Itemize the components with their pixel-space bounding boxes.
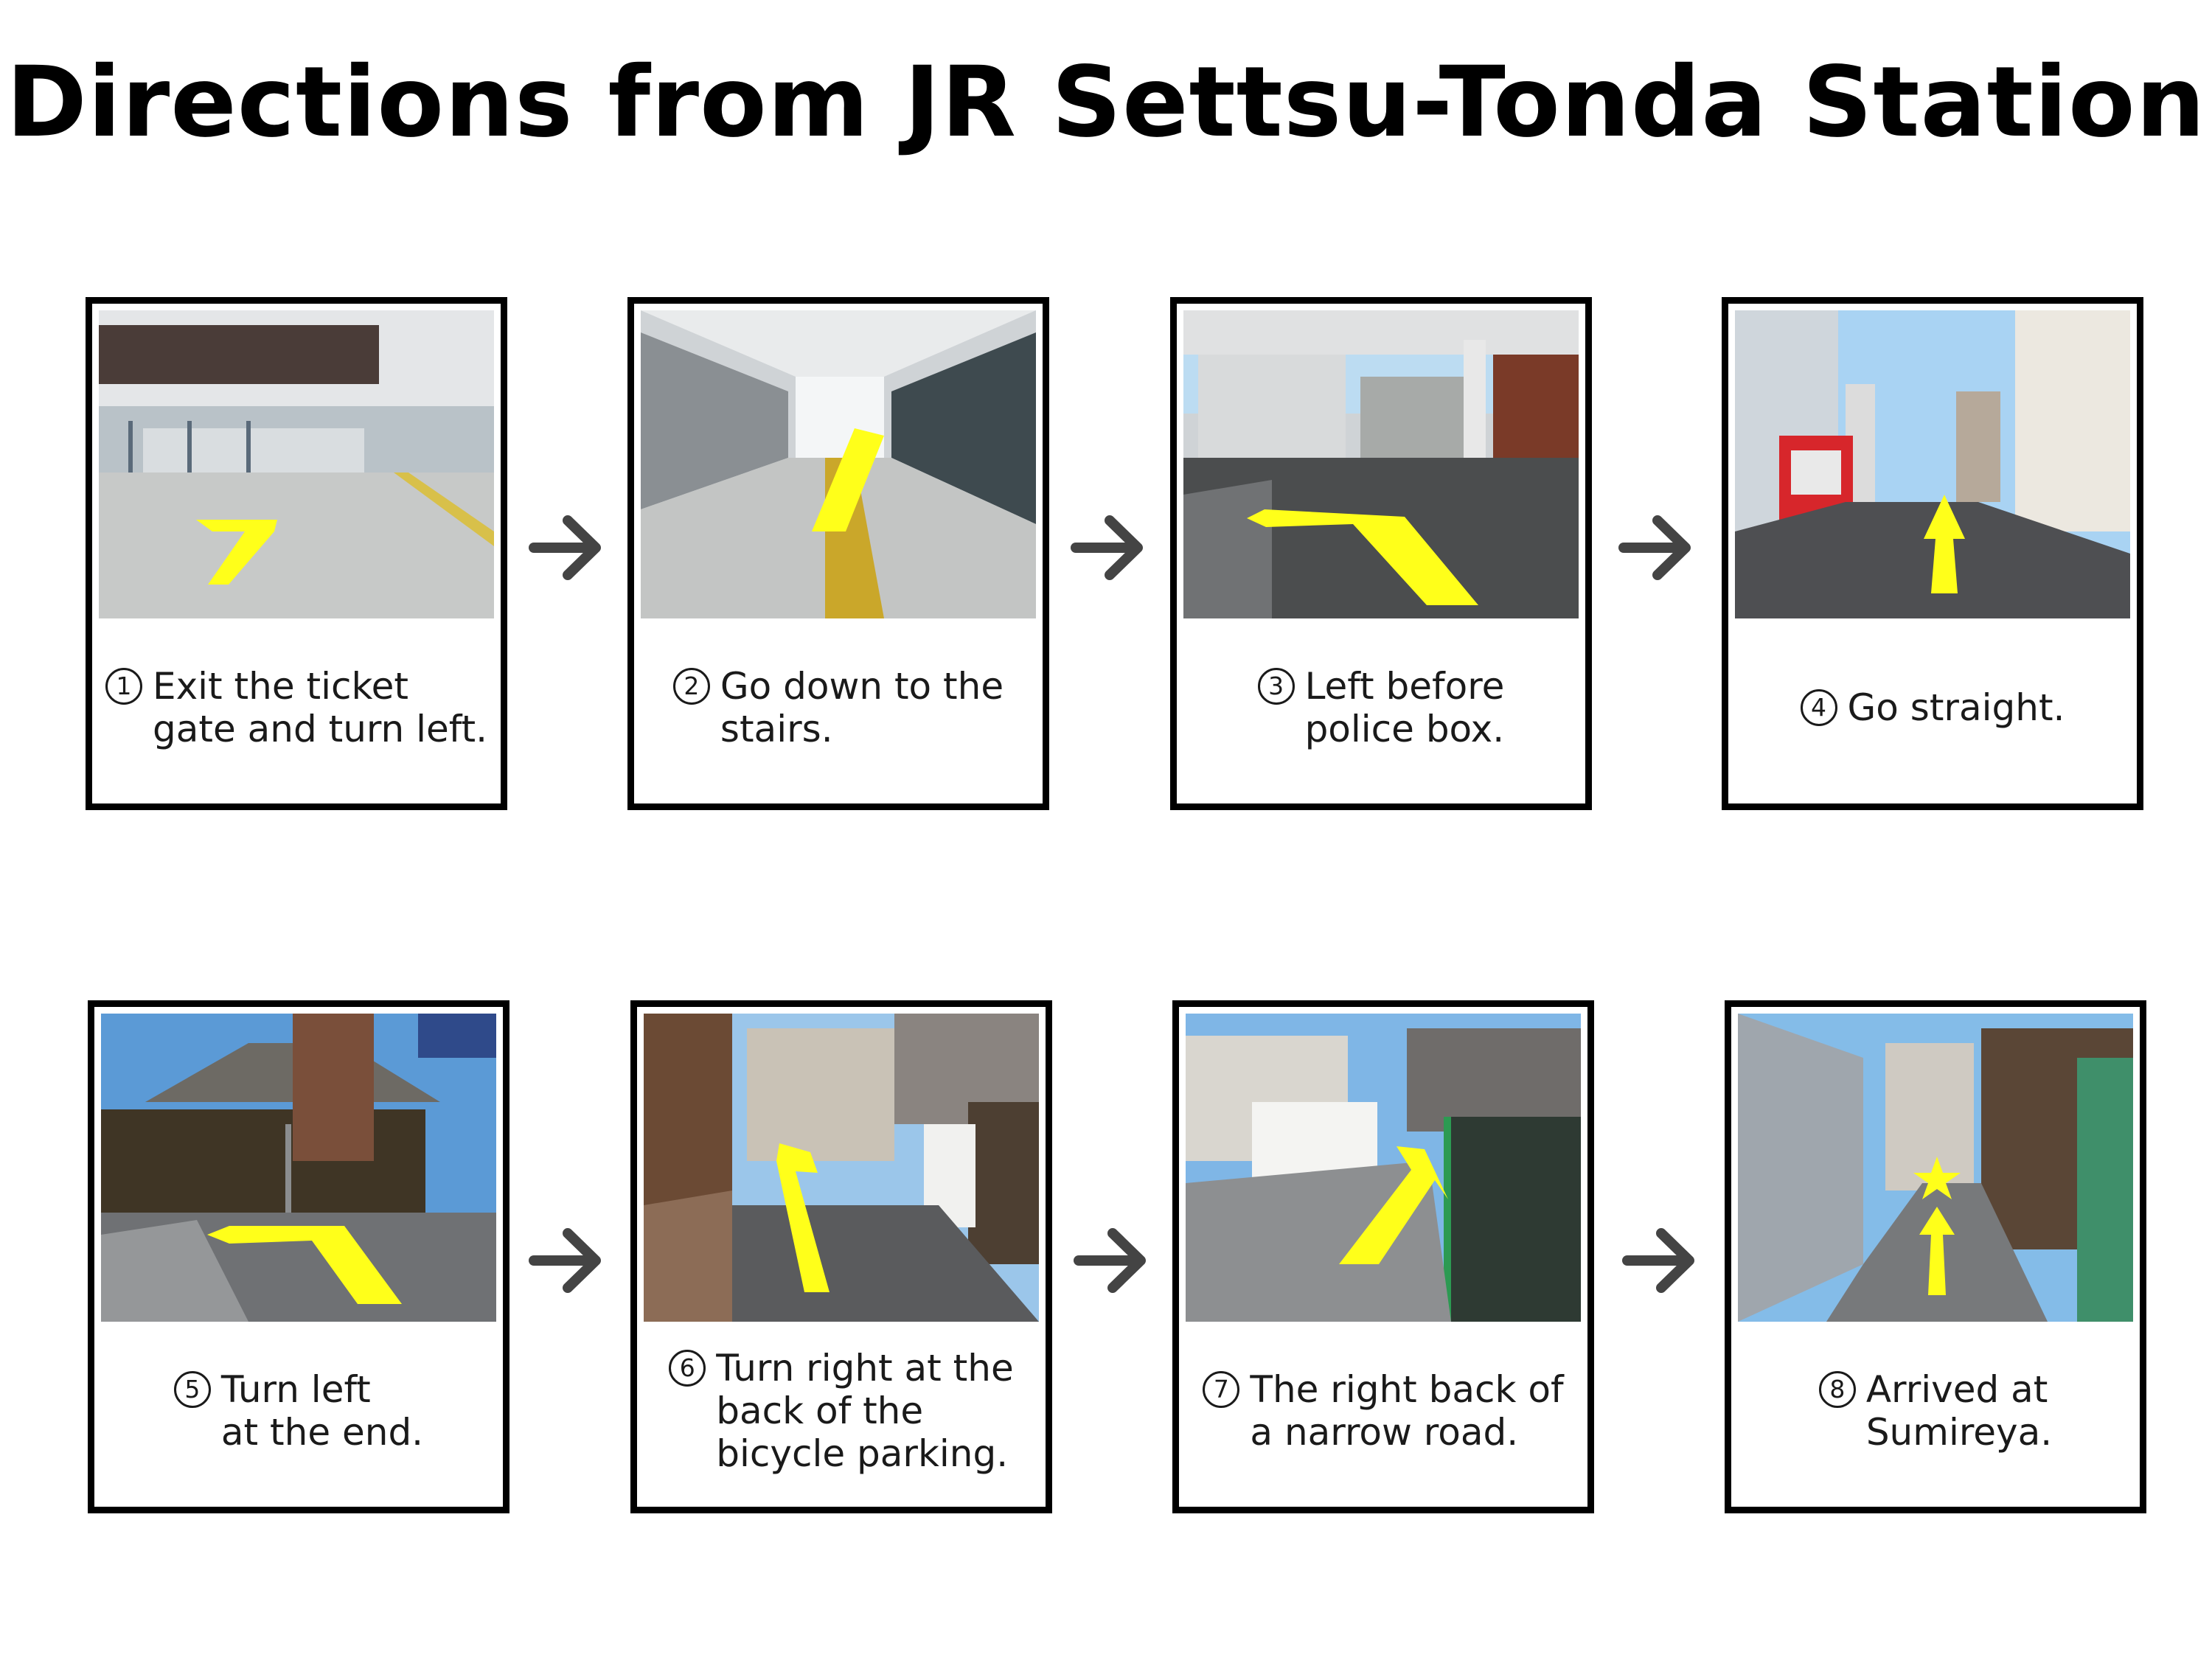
step-text-1: Exit the ticket gate and turn left.: [152, 665, 488, 750]
step-caption-8: 8 Arrived at Sumireya.: [1738, 1322, 2133, 1500]
step-photo-4: [1735, 310, 2130, 618]
step-photo-6: [644, 1014, 1039, 1322]
step-caption-1: 1 Exit the ticket gate and turn left.: [99, 618, 494, 797]
step-number-3: 3: [1257, 668, 1295, 705]
step-number-6: 6: [669, 1350, 706, 1387]
step-text-2: Go down to the stairs.: [720, 665, 1004, 750]
step-text-4: Go straight.: [1847, 686, 2065, 729]
step-card-2: 2 Go down to the stairs.: [627, 297, 1049, 810]
step-card-3: 3 Left before police box.: [1170, 297, 1592, 810]
step-photo-7: [1186, 1014, 1581, 1322]
next-step-arrow-icon-5: [1074, 1228, 1146, 1293]
step-card-1: 1 Exit the ticket gate and turn left.: [86, 297, 507, 810]
step-text-5: Turn left at the end.: [220, 1368, 424, 1454]
step-card-6: 6 Turn right at the back of the bicycle …: [630, 1000, 1052, 1513]
step-card-8: 8 Arrived at Sumireya.: [1725, 1000, 2146, 1513]
step-caption-7: 7 The right back of a narrow road.: [1186, 1322, 1581, 1500]
next-step-arrow-icon-1: [529, 515, 601, 580]
step-caption-2: 2 Go down to the stairs.: [641, 618, 1036, 797]
step-text-6: Turn right at the back of the bicycle pa…: [716, 1347, 1014, 1475]
step-caption-5: 5 Turn left at the end.: [101, 1322, 496, 1500]
step-number-2: 2: [672, 668, 710, 705]
step-card-5: 5 Turn left at the end.: [88, 1000, 509, 1513]
step-caption-6: 6 Turn right at the back of the bicycle …: [644, 1322, 1039, 1500]
step-card-4: 4 Go straight.: [1722, 297, 2143, 810]
next-step-arrow-icon-3: [1618, 515, 1691, 580]
step-caption-4: 4 Go straight.: [1735, 618, 2130, 797]
step-photo-8: [1738, 1014, 2133, 1322]
step-caption-3: 3 Left before police box.: [1183, 618, 1579, 797]
step-photo-2: [641, 310, 1036, 618]
next-step-arrow-icon-4: [529, 1228, 601, 1293]
step-card-7: 7 The right back of a narrow road.: [1172, 1000, 1594, 1513]
next-step-arrow-icon-2: [1071, 515, 1143, 580]
step-number-8: 8: [1818, 1371, 1856, 1408]
step-text-7: The right back of a narrow road.: [1250, 1368, 1564, 1454]
page-title: Directions from JR Settsu-Tonda Station: [6, 46, 2206, 159]
step-number-5: 5: [173, 1371, 211, 1408]
step-text-3: Left before police box.: [1304, 665, 1505, 750]
next-step-arrow-icon-6: [1622, 1228, 1694, 1293]
step-number-1: 1: [105, 668, 142, 705]
step-photo-5: [101, 1014, 496, 1322]
step-photo-3: [1183, 310, 1579, 618]
step-number-4: 4: [1800, 689, 1837, 726]
step-photo-1: [99, 310, 494, 618]
step-text-8: Arrived at Sumireya.: [1865, 1368, 2053, 1454]
step-number-7: 7: [1203, 1371, 1240, 1408]
